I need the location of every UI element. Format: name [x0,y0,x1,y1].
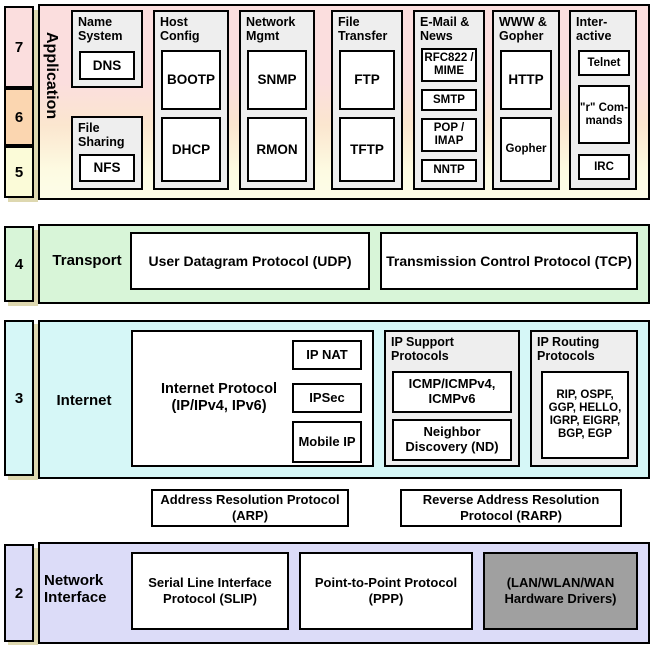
protocol-gopher[interactable]: Gopher [500,117,552,182]
protocol-ip-nat[interactable]: IP NAT [292,340,362,370]
protocol-tcp[interactable]: Transmission Control Protocol (TCP) [380,232,638,290]
group-host-config-title: Host Config [160,15,200,43]
protocol-ftp[interactable]: FTP [339,50,395,110]
transport-layer-label-text: Transport [52,252,122,269]
application-layer-label: Application [40,32,62,125]
protocol-rfc822-mime-label: RFC822 / MIME [424,52,474,77]
protocol-nfs[interactable]: NFS [79,154,135,182]
protocol-ipsec-label: IPSec [309,389,345,405]
protocol-dns-label: DNS [92,57,122,73]
group-interactive-title: Inter-active [576,15,612,43]
protocol-slip-label: Serial Line Interface Protocol (SLIP) [148,575,272,606]
hardware-drivers-box[interactable]: (LAN/WLAN/WAN Hardware Drivers) [483,552,638,630]
group-ip-routing-protocols-title: IP Routing Protocols [537,335,600,363]
protocol-r-commands[interactable]: "r" Com-mands [578,85,630,144]
network-interface-layer-label-text: Network Interface [44,572,107,607]
protocol-arp[interactable]: Address Resolution Protocol (ARP) [151,489,349,527]
protocol-routing-list-label: RIP, OSPF, GGP, HELLO, IGRP, EIGRP, BGP,… [548,389,622,440]
layer-number-3-label: 3 [14,389,24,407]
protocol-irc-label: IRC [594,160,614,173]
protocol-mobile-ip-label: Mobile IP [298,433,356,449]
protocol-snmp[interactable]: SNMP [247,50,307,110]
protocol-nfs-label: NFS [93,160,121,176]
group-name-system-title: Name System [78,15,123,43]
layer-number-4: 4 [4,226,34,302]
protocol-udp-label: User Datagram Protocol (UDP) [148,252,352,269]
protocol-telnet-label: Telnet [587,56,621,69]
protocol-smtp[interactable]: SMTP [421,89,477,111]
protocol-dhcp[interactable]: DHCP [161,117,221,182]
protocol-irc[interactable]: IRC [578,154,630,180]
protocol-tcp-label: Transmission Control Protocol (TCP) [386,252,632,269]
protocol-pop-imap[interactable]: POP / IMAP [421,118,477,152]
group-email-news-title: E-Mail & News [420,15,470,43]
protocol-smtp-label: SMTP [433,93,465,106]
protocol-http[interactable]: HTTP [500,50,552,110]
protocol-tftp-label: TFTP [350,141,384,157]
protocol-arp-label: Address Resolution Protocol (ARP) [160,492,340,523]
layer-number-4-label: 4 [14,255,24,273]
group-www-gopher-title: WWW & Gopher [499,15,547,43]
internet-layer-label: Internet [44,392,124,409]
protocol-nntp[interactable]: NNTP [421,159,477,182]
protocol-rmon-label: RMON [256,141,298,157]
protocol-rarp[interactable]: Reverse Address Resolution Protocol (RAR… [400,489,622,527]
internet-protocol-label-text: Internet Protocol (IP/IPv4, IPv6) [160,381,277,414]
hardware-drivers-label: (LAN/WLAN/WAN Hardware Drivers) [504,575,617,606]
protocol-http-label: HTTP [508,72,544,88]
network-interface-layer-label: Network Interface [44,572,132,607]
protocol-ftp-label: FTP [354,72,380,88]
group-ip-support-protocols-title: IP Support Protocols [391,335,454,363]
protocol-neighbor-discovery-label: Neighbor Discovery (ND) [405,424,499,454]
layer-number-2: 2 [4,544,34,642]
layer-number-5-label: 5 [14,163,24,181]
protocol-rmon[interactable]: RMON [247,117,307,182]
layer-number-3: 3 [4,320,34,476]
group-network-mgmt-title: Network Mgmt [246,15,296,43]
protocol-pop-imap-label: POP / IMAP [433,122,465,147]
protocol-bootp-label: BOOTP [166,72,215,88]
protocol-nntp-label: NNTP [433,164,465,177]
layer-number-6-label: 6 [14,108,24,126]
protocol-dhcp-label: DHCP [171,141,211,157]
protocol-routing-list[interactable]: RIP, OSPF, GGP, HELLO, IGRP, EIGRP, BGP,… [541,371,629,459]
protocol-ipsec[interactable]: IPSec [292,383,362,413]
protocol-mobile-ip[interactable]: Mobile IP [292,421,362,463]
protocol-dns[interactable]: DNS [79,51,135,80]
transport-layer-label: Transport [44,252,130,269]
protocol-slip[interactable]: Serial Line Interface Protocol (SLIP) [131,552,289,630]
protocol-udp[interactable]: User Datagram Protocol (UDP) [130,232,370,290]
protocol-snmp-label: SNMP [257,72,297,88]
protocol-bootp[interactable]: BOOTP [161,50,221,110]
internet-layer-label-text: Internet [56,392,112,409]
protocol-neighbor-discovery[interactable]: Neighbor Discovery (ND) [392,419,512,461]
protocol-icmp[interactable]: ICMP/ICMPv4, ICMPv6 [392,371,512,413]
layer-number-6: 6 [4,88,34,146]
protocol-ppp[interactable]: Point-to-Point Protocol (PPP) [299,552,473,630]
internet-protocol-label: Internet Protocol (IP/IPv4, IPv6) [140,381,298,414]
layer-number-7-label: 7 [14,38,24,56]
protocol-rfc822-mime[interactable]: RFC822 / MIME [421,48,477,82]
application-layer-label-text: Application [43,32,61,120]
group-file-sharing-title: File Sharing [78,121,125,149]
group-file-transfer-title: File Transfer [338,15,388,43]
protocol-tftp[interactable]: TFTP [339,117,395,182]
layer-number-2-label: 2 [14,584,24,602]
layer-number-7: 7 [4,6,34,88]
protocol-gopher-label: Gopher [505,143,547,156]
protocol-rarp-label: Reverse Address Resolution Protocol (RAR… [422,492,600,523]
layer-number-5: 5 [4,146,34,198]
protocol-r-commands-label: "r" Com-mands [580,101,628,127]
protocol-icmp-label: ICMP/ICMPv4, ICMPv6 [408,376,496,406]
protocol-ppp-label: Point-to-Point Protocol (PPP) [314,575,458,606]
protocol-ip-nat-label: IP NAT [306,346,348,362]
protocol-telnet[interactable]: Telnet [578,50,630,76]
